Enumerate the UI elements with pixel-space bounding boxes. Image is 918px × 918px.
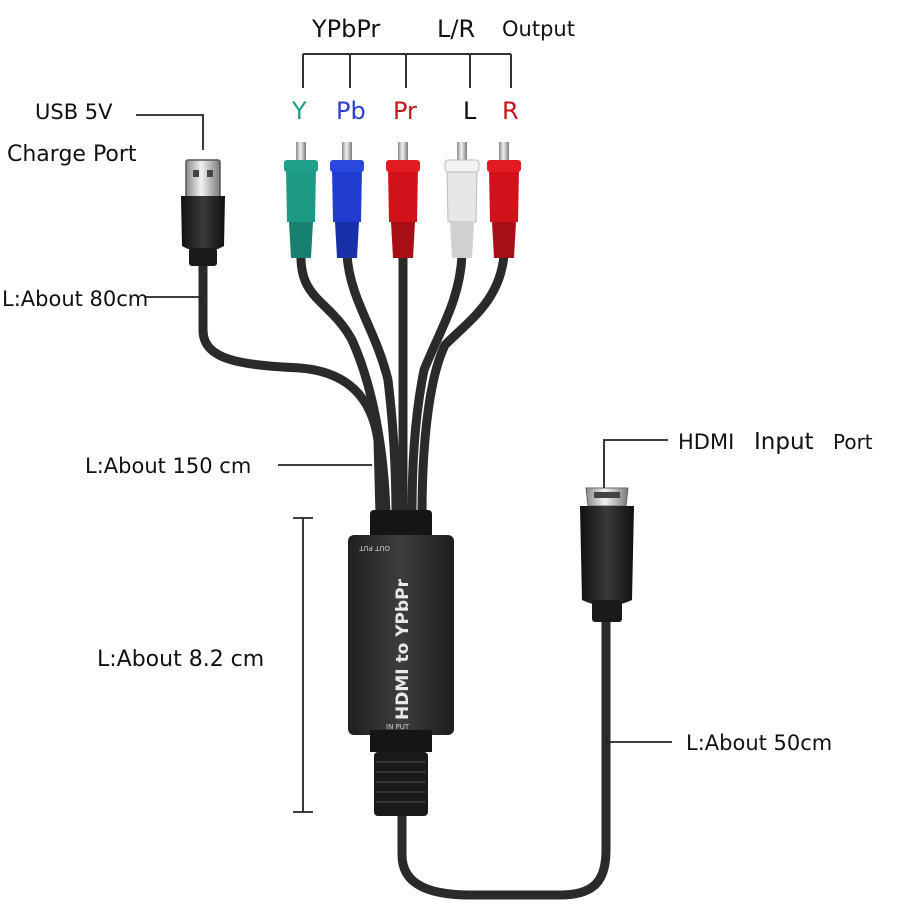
converter-box: HDMI to YPbPr OUT PUT IN PUT (348, 510, 454, 816)
connector-label-pb: Pb (336, 97, 366, 125)
rca-plug-r (487, 142, 521, 258)
lr-label: L/R (437, 15, 475, 43)
length-82-label: L:About 8.2 cm (97, 647, 264, 672)
length-50-label: L:About 50cm (686, 731, 832, 755)
connector-label-pr: Pr (393, 97, 417, 125)
box-output-mark: OUT PUT (359, 544, 390, 552)
hdmi-input-label-a: HDMI (678, 430, 734, 454)
length-80-label: L:About 80cm (2, 287, 148, 311)
connector-label-l: L (463, 97, 477, 125)
box-title: HDMI to YPbPr (393, 578, 413, 720)
rca-plug-l (444, 142, 480, 258)
rca-plug-pb (330, 142, 364, 258)
output-bracket (302, 53, 512, 88)
connector-label-y: Y (291, 97, 307, 125)
box-input-mark: IN PUT (386, 723, 410, 731)
ypbpr-label: YPbPr (311, 15, 380, 43)
hdmi-input-label-b: Input (754, 429, 814, 455)
hdmi-plug (580, 487, 634, 622)
usb-label-line2: Charge Port (7, 142, 137, 167)
output-label: Output (502, 17, 575, 41)
length-150-label: L:About 150 cm (85, 454, 251, 478)
rca-plug-y (284, 142, 318, 258)
cables (198, 250, 611, 900)
rca-plug-pr (386, 142, 420, 258)
connector-label-r: R (502, 97, 519, 125)
hdmi-input-label-c: Port (833, 430, 873, 454)
usb-label-line1: USB 5V (35, 100, 113, 124)
leader-lines (136, 114, 672, 813)
usb-plug (181, 159, 225, 266)
